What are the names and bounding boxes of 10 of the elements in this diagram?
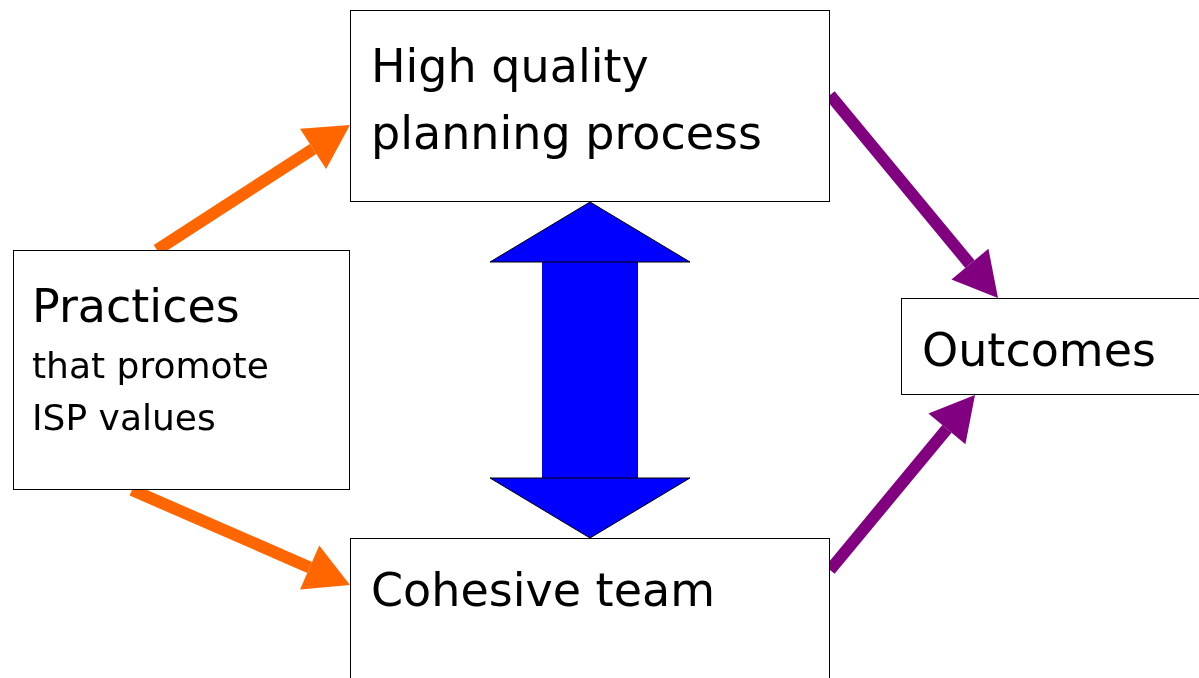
box-heading: High quality planning process xyxy=(371,38,763,162)
box-heading: Cohesive team xyxy=(371,562,716,619)
text-box xyxy=(350,10,830,202)
double-arrow xyxy=(489,201,691,539)
box-heading: Practices xyxy=(32,278,241,335)
box-heading: Outcomes xyxy=(922,322,1157,379)
text-box xyxy=(901,298,1199,395)
text-box xyxy=(350,538,830,678)
text-box xyxy=(13,250,350,490)
box-text: that promote ISP values xyxy=(32,343,270,440)
